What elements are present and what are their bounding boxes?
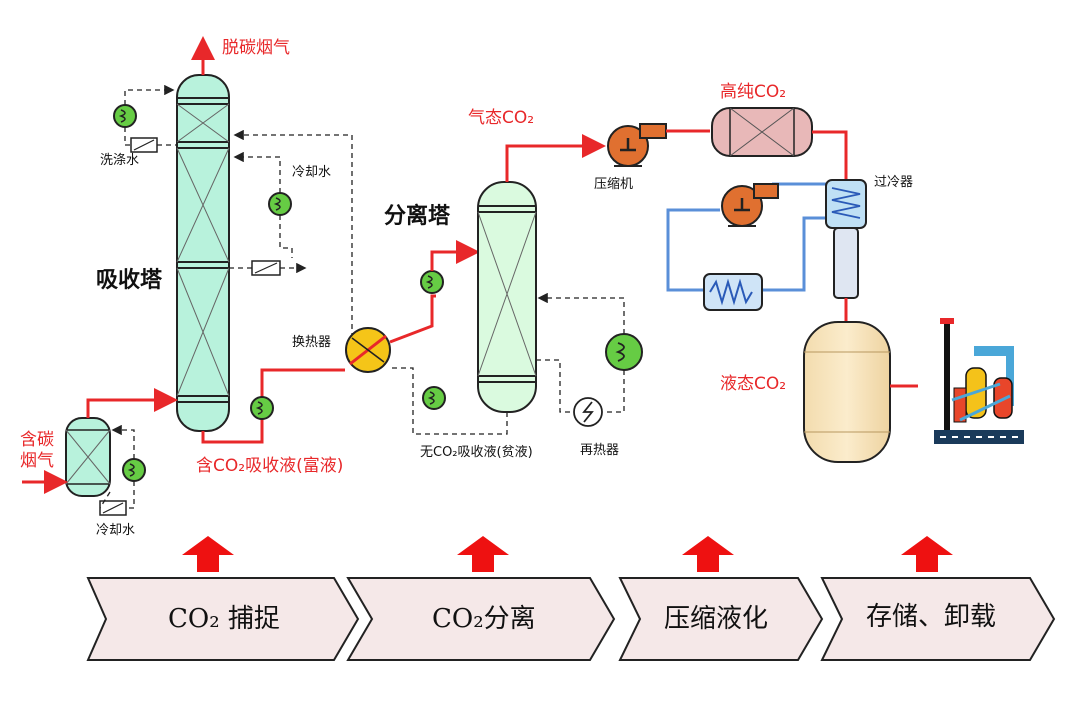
stage-label-liquefaction: 压缩液化: [664, 604, 769, 634]
heat-exchanger-label: 换热器: [292, 335, 332, 350]
wash-water-loop: [113, 84, 177, 153]
rich-liquid-label: 含CO₂吸收液(富液): [196, 456, 344, 476]
absorber-column: [176, 74, 230, 432]
he-to-coil: [389, 294, 436, 344]
absorber-label: 吸收塔: [96, 268, 163, 293]
wash-water-label: 洗涤水: [100, 153, 140, 168]
feed-gas-label: 含碳 烟气: [20, 430, 54, 472]
stage-arrow-2: [457, 536, 509, 572]
separator-label: 分离塔: [384, 204, 451, 229]
feed-to-separator: [430, 240, 480, 271]
liquid-co2-label: 液态CO₂: [720, 374, 787, 394]
feed-column: [65, 417, 111, 497]
stage-chevron-1: [86, 577, 360, 661]
cool-water-top-label: 冷却水: [292, 165, 332, 180]
stage-arrow-4: [901, 536, 953, 572]
gas-co2-label: 气态CO₂: [468, 108, 535, 128]
stage-arrow-3: [682, 536, 734, 572]
out-gas-label: 脱碳烟气: [222, 38, 290, 58]
compressor-icon: [607, 123, 667, 167]
compressor-label: 压缩机: [594, 177, 634, 192]
stage-arrow-1: [182, 536, 234, 572]
stage-chevron-2: [346, 577, 616, 661]
stage-chevron-4: [820, 577, 1056, 661]
reboiler-label: 再热器: [580, 443, 620, 458]
subcooler-label: 过冷器: [874, 175, 914, 190]
stage-chevron-3: [618, 577, 824, 661]
cooling-loop-bottom: [99, 424, 146, 516]
high-purity-label: 高纯CO₂: [720, 82, 787, 102]
cool-water-bottom-label: 冷却水: [96, 523, 136, 538]
stage-label-capture: CO₂ 捕捉: [168, 604, 280, 634]
separator-feed-coil: [420, 270, 444, 294]
lean-liquid-label: 无CO₂吸收液(贫液): [420, 445, 533, 460]
factory-icon: [934, 318, 1024, 444]
lean-liquid-loop: [392, 367, 508, 435]
liquid-co2-tank: [803, 321, 891, 463]
subcooler: [825, 179, 867, 299]
cooling-loop-right: [229, 129, 353, 338]
high-purity-vessel: [711, 107, 813, 157]
reboiler-loop: [536, 292, 643, 427]
heat-exchanger: [345, 327, 391, 373]
refrigeration-loop: [666, 182, 826, 311]
separator-column: [477, 181, 537, 413]
gas-co2-line: [505, 134, 606, 182]
feed-to-absorber: [86, 388, 178, 418]
purifier-to-subcooler: [812, 130, 848, 180]
rich-liquid-coil: [250, 396, 274, 420]
stage-label-separation: CO₂分离: [432, 604, 536, 634]
rich-liquid-line: [201, 368, 345, 444]
compressor-2-icon: [721, 183, 779, 227]
stage-label-storage: 存储、卸载: [866, 602, 997, 632]
